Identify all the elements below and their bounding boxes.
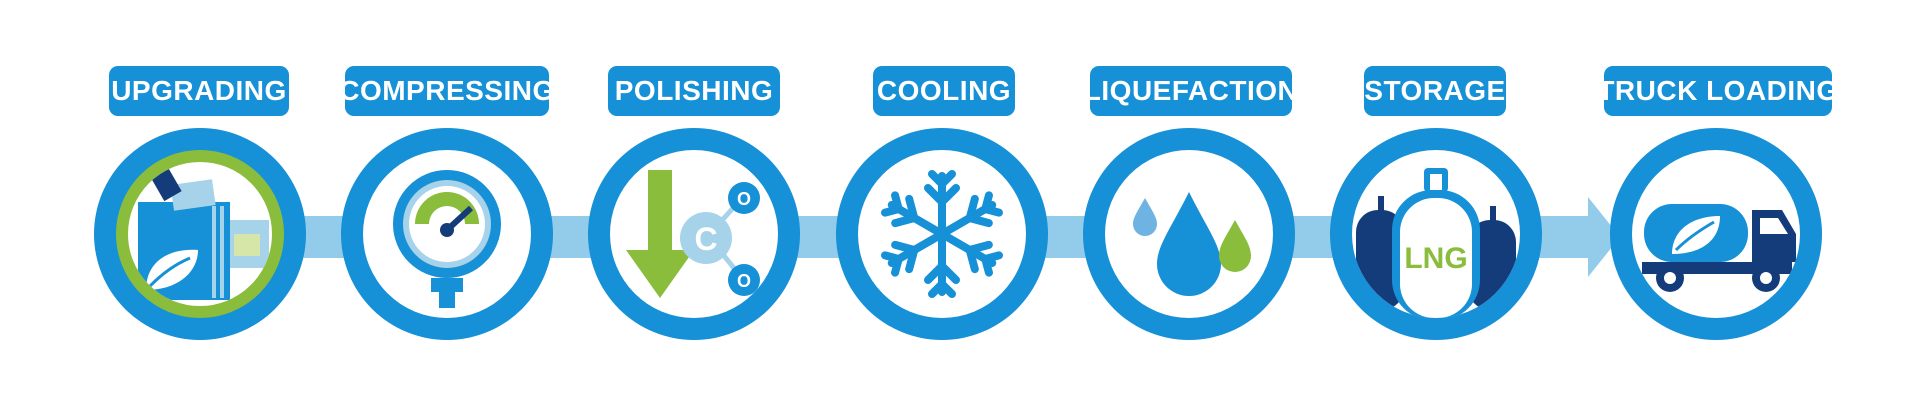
liquid-drops-icon [1133, 192, 1251, 296]
tanker-truck-icon [1642, 204, 1796, 292]
step-circle-upgrading [94, 128, 306, 340]
step-label-upgrading: UPGRADING [109, 66, 289, 116]
step-label-compressing: COMPRESSING [339, 66, 554, 116]
pressure-gauge-icon [393, 170, 501, 308]
step-circle-cooling [836, 128, 1048, 340]
step-circle-compressing [341, 128, 553, 340]
lng-storage-tanks-icon: LNG [1356, 168, 1516, 318]
step-label-cooling: COOLING [873, 66, 1015, 116]
step-circle-liquefaction [1083, 128, 1295, 340]
carbon-atom-label: C [694, 221, 717, 257]
step-label-truck-loading: TRUCK LOADING [1597, 66, 1838, 116]
lng-label: LNG [1404, 242, 1467, 275]
upgrading-unit-icon [138, 166, 269, 300]
step-circle-storage: LNG [1330, 128, 1542, 340]
step-circle-polishing: C O O [588, 128, 800, 340]
step-label-storage: STORAGE [1364, 66, 1506, 116]
snowflake-icon [881, 170, 1003, 298]
co2-removal-icon: C O O [626, 170, 760, 298]
step-label-polishing: POLISHING [608, 66, 780, 116]
step-circle-truck-loading [1610, 128, 1822, 340]
oxygen-atom-label-1: O [737, 189, 751, 209]
oxygen-atom-label-2: O [737, 271, 751, 291]
step-label-liquefaction: LIQUEFACTION [1084, 66, 1298, 116]
